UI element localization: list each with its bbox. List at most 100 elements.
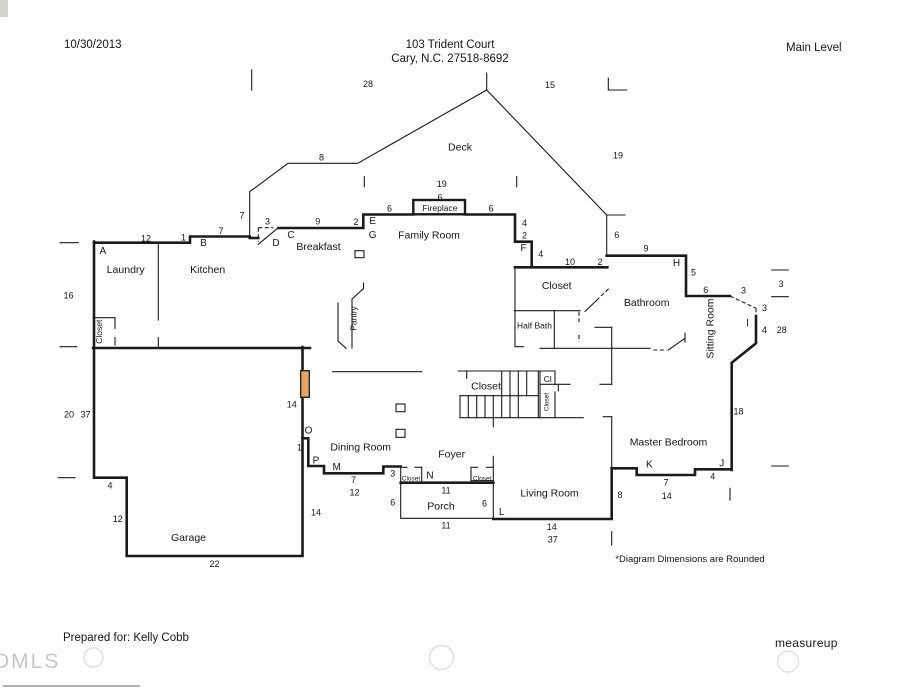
wall-thick xyxy=(610,466,732,477)
dimension-label: 6 xyxy=(387,204,392,214)
wall-thin xyxy=(92,317,116,329)
room-label-kitchen: Kitchen xyxy=(190,264,225,276)
corner-label-p: P xyxy=(313,456,320,467)
address-line-2: Cary, N.C. 27518-8692 xyxy=(391,53,509,65)
wall-thin xyxy=(667,337,686,351)
dimension-label: 4 xyxy=(538,249,543,259)
corner-label-m: M xyxy=(333,462,341,473)
prepared-for-label: Prepared for: Kelly Cobb xyxy=(63,632,189,644)
corner-label-n: N xyxy=(426,471,433,482)
watermark-arc xyxy=(428,644,455,671)
scan-line-artifact xyxy=(3,685,140,687)
room-label-family-room: Family Room xyxy=(398,230,460,242)
dimension-label: 4 xyxy=(522,218,527,228)
dimension-label: 6 xyxy=(482,499,487,509)
dimension-label: 2 xyxy=(597,257,602,267)
garage-entry-door xyxy=(300,370,310,398)
dimension-label: 4 xyxy=(710,472,715,482)
wall-thin xyxy=(351,282,365,300)
dimension-label: 12 xyxy=(141,234,151,244)
corner-label-d: D xyxy=(272,238,279,249)
corner-label-j: J xyxy=(719,459,724,470)
dimension-label: 11 xyxy=(441,521,450,531)
corner-label-a: A xyxy=(99,246,106,257)
room-label-dining-room: Dining Room xyxy=(330,442,391,454)
wall-dashed xyxy=(600,288,610,297)
dimension-label: 18 xyxy=(733,407,743,417)
dimensions-note: *Diagram Dimensions are Rounded xyxy=(615,554,765,565)
corner-label-g: G xyxy=(369,230,377,241)
wall-thin xyxy=(337,302,347,350)
corner-label-f: F xyxy=(520,243,526,254)
wall-thick xyxy=(605,254,732,298)
dimension-label: 12 xyxy=(113,514,123,524)
dimension-label: 6 xyxy=(488,204,493,214)
dimension-label: 7 xyxy=(239,211,244,221)
room-label-closet: Closet xyxy=(471,381,501,393)
wall-dashed xyxy=(729,295,757,309)
level-label: Main Level xyxy=(786,42,842,54)
dimension-label: 10 xyxy=(565,257,575,267)
dimension-label: 7 xyxy=(663,478,668,488)
room-label-cl: Cl xyxy=(544,374,552,384)
corner-label-c: C xyxy=(287,230,294,241)
room-label-garage: Garage xyxy=(171,532,206,544)
dimension-label: 19 xyxy=(613,151,623,161)
property-address: 103 Trident Court Cary, N.C. 27518-8692 xyxy=(300,38,600,66)
dimension-label: 14 xyxy=(287,400,297,410)
dimension-label: 6 xyxy=(703,285,708,295)
dimension-label: 6 xyxy=(437,193,442,203)
window-box xyxy=(395,403,406,413)
room-label-closet: Closet xyxy=(473,476,492,483)
dimension-label: 8 xyxy=(617,490,622,500)
dimension-label: 6 xyxy=(614,230,619,240)
room-label-fireplace: Fireplace xyxy=(423,203,458,213)
dimension-label: 8 xyxy=(319,153,324,163)
room-label-porch: Porch xyxy=(427,501,455,513)
room-label-closet: Closet xyxy=(542,280,572,292)
dimension-label: 3 xyxy=(778,279,783,289)
dimension-label: 14 xyxy=(311,508,321,518)
dimension-label: 37 xyxy=(80,410,90,420)
room-label-bathroom: Bathroom xyxy=(624,297,670,309)
dimension-label: 20 xyxy=(64,410,74,420)
wall-thin xyxy=(514,266,524,348)
dimension-label: 15 xyxy=(545,80,555,90)
dimension-label: 7 xyxy=(351,475,356,485)
dimension-label: 9 xyxy=(315,217,320,227)
dimension-label: 1 xyxy=(181,233,186,243)
room-label-closet: Closet xyxy=(402,476,421,483)
corner-label-h: H xyxy=(673,258,680,269)
wall-thick xyxy=(463,213,534,268)
window-box xyxy=(395,428,406,438)
window-box xyxy=(354,250,365,259)
dimension-label: 37 xyxy=(548,535,558,545)
mls-watermark: DMLS xyxy=(0,650,61,673)
wall-thin xyxy=(607,77,628,91)
corner-label-k: K xyxy=(646,460,653,471)
room-label-sitting-room: Sitting Room xyxy=(705,298,717,358)
room-label-deck: Deck xyxy=(448,142,473,154)
room-label-closet: Closet xyxy=(544,393,551,412)
wall-thin xyxy=(400,482,494,519)
room-label-half-bath: Half Bath xyxy=(517,321,552,331)
wall-thin xyxy=(257,226,280,246)
dimension-label: 5 xyxy=(691,268,696,278)
corner-label-o: O xyxy=(305,426,313,437)
dimension-label: 9 xyxy=(643,244,648,254)
measureup-logo: measureup xyxy=(775,636,838,650)
wall-thick xyxy=(301,436,403,475)
dimension-label: 7 xyxy=(218,226,223,236)
dimension-label: 11 xyxy=(441,486,450,496)
dimension-label: 3 xyxy=(741,286,746,296)
wall-thin xyxy=(584,297,600,313)
wall-thick xyxy=(92,235,251,244)
room-label-living-room: Living Room xyxy=(520,488,579,500)
dimension-label: 12 xyxy=(349,488,359,498)
corner-label-i: I xyxy=(746,318,749,329)
room-label-pantry: Pantry xyxy=(349,305,359,330)
dimension-label: 6 xyxy=(390,498,395,508)
wall-thick xyxy=(92,240,304,558)
